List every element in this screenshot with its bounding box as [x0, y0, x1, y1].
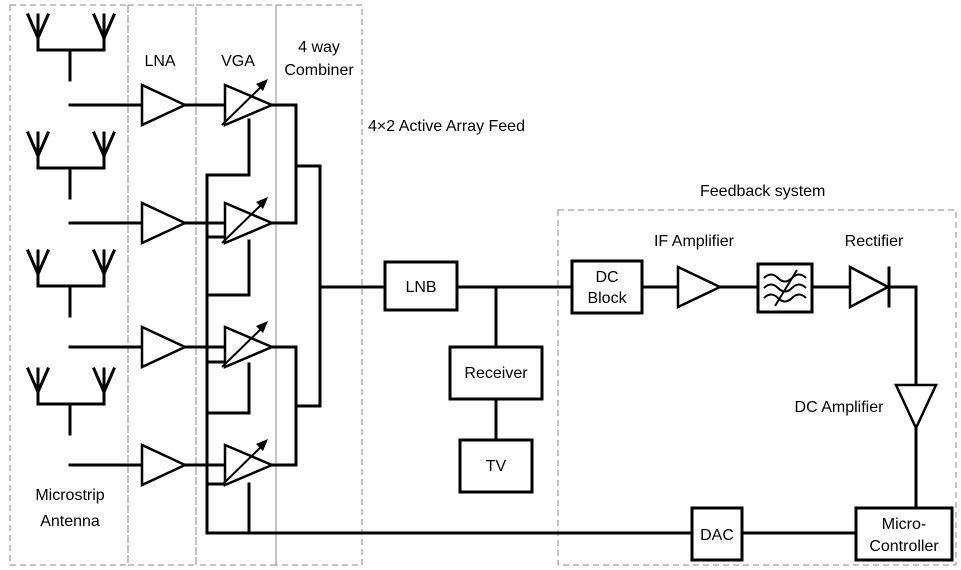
lna-amplifier-4	[140, 443, 187, 487]
tv-box	[458, 438, 534, 494]
dc-block-box	[570, 259, 644, 315]
if-amplifier-icon	[676, 265, 723, 309]
vga-heading: VGA	[221, 53, 255, 70]
micro-controller-box	[854, 506, 954, 562]
lnb-label: LNB	[405, 279, 436, 296]
receiver-box	[448, 345, 544, 401]
microstrip-antenna-label-line1: Microstrip	[35, 487, 104, 504]
antenna-pair-4	[26, 367, 116, 436]
combiner-heading-line1: 4 way	[298, 39, 340, 56]
dac-box	[690, 506, 744, 562]
tv-label: TV	[486, 458, 507, 475]
dc-amplifier-heading: DC Amplifier	[795, 399, 885, 416]
antenna-pair-3	[26, 249, 116, 318]
dac-label: DAC	[700, 527, 734, 544]
lna-heading: LNA	[144, 53, 175, 70]
antenna-pair-2	[26, 131, 116, 200]
dc-block-label-line1: DC	[595, 269, 618, 286]
combiner-section	[275, 4, 363, 566]
microstrip-antenna-section	[9, 4, 129, 566]
microstrip-antenna-label-line2: Antenna	[40, 513, 100, 530]
dc-block-label-line2: Block	[587, 290, 627, 307]
feedback-system-section	[557, 209, 957, 566]
diode-icon	[848, 264, 891, 310]
feedback-system-title: Feedback system	[700, 183, 825, 200]
lna-amplifier-3	[140, 325, 187, 369]
rectifier-heading: Rectifier	[845, 233, 904, 250]
lnb-box	[383, 260, 459, 312]
vga-amplifier-3	[220, 319, 274, 369]
vga-amplifier-1	[220, 77, 274, 127]
combiner-heading-line2: Combiner	[284, 62, 354, 79]
lna-amplifier-1	[140, 83, 187, 127]
vga-amplifier-4	[220, 437, 274, 487]
micro-controller-label-line1: Micro-	[882, 516, 926, 533]
vga-amplifier-2	[220, 195, 274, 245]
micro-controller-label-line2: Controller	[869, 538, 939, 555]
antenna-pair-1	[26, 13, 116, 82]
lna-section	[127, 4, 197, 566]
if-amplifier-heading: IF Amplifier	[654, 233, 735, 250]
array-feed-title: 4×2 Active Array Feed	[368, 118, 525, 135]
receiver-label: Receiver	[464, 365, 528, 382]
lna-amplifier-2	[140, 201, 187, 245]
dc-amplifier-icon	[894, 383, 938, 431]
